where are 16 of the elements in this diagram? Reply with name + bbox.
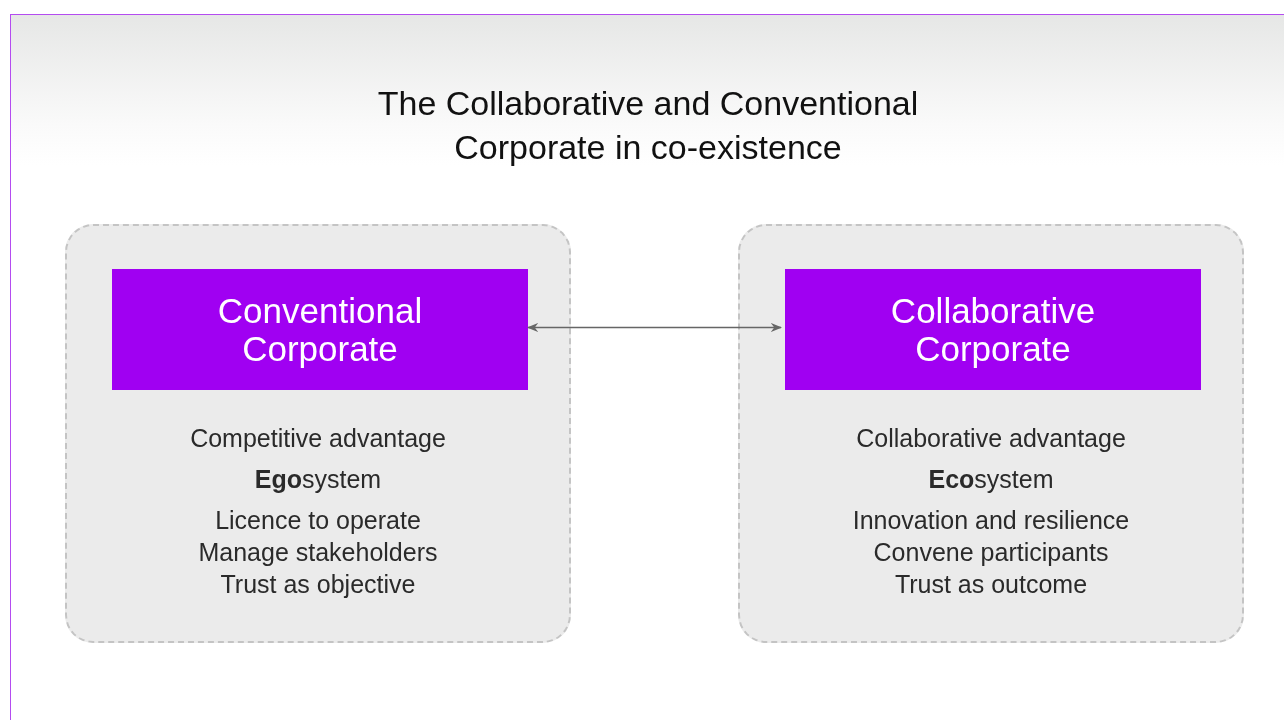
diagram-title: The Collaborative and Conventional Corporate in co-existence (376, 83, 920, 168)
subheading-text: Egosystem (254, 464, 382, 495)
title-box: Conventional Corporate (112, 269, 528, 390)
subheading-text: Ecosystem (928, 464, 1054, 495)
list-item-text: Manage stakeholders (198, 537, 438, 568)
title-box: Collaborative Corporate (785, 269, 1201, 390)
group-panel (65, 224, 571, 643)
list-item-text: Licence to operate (215, 505, 421, 536)
heading-text: Competitive advantage (190, 423, 446, 454)
group-panel (738, 224, 1244, 643)
list-item-text: Innovation and resilience (852, 505, 1130, 536)
double-arrow (526, 323, 783, 332)
list-item-text: Trust as outcome (894, 569, 1088, 600)
list-item-text: Trust as objective (220, 569, 416, 600)
list-item-text: Convene participants (873, 537, 1109, 568)
heading-text: Collaborative advantage (856, 423, 1126, 454)
